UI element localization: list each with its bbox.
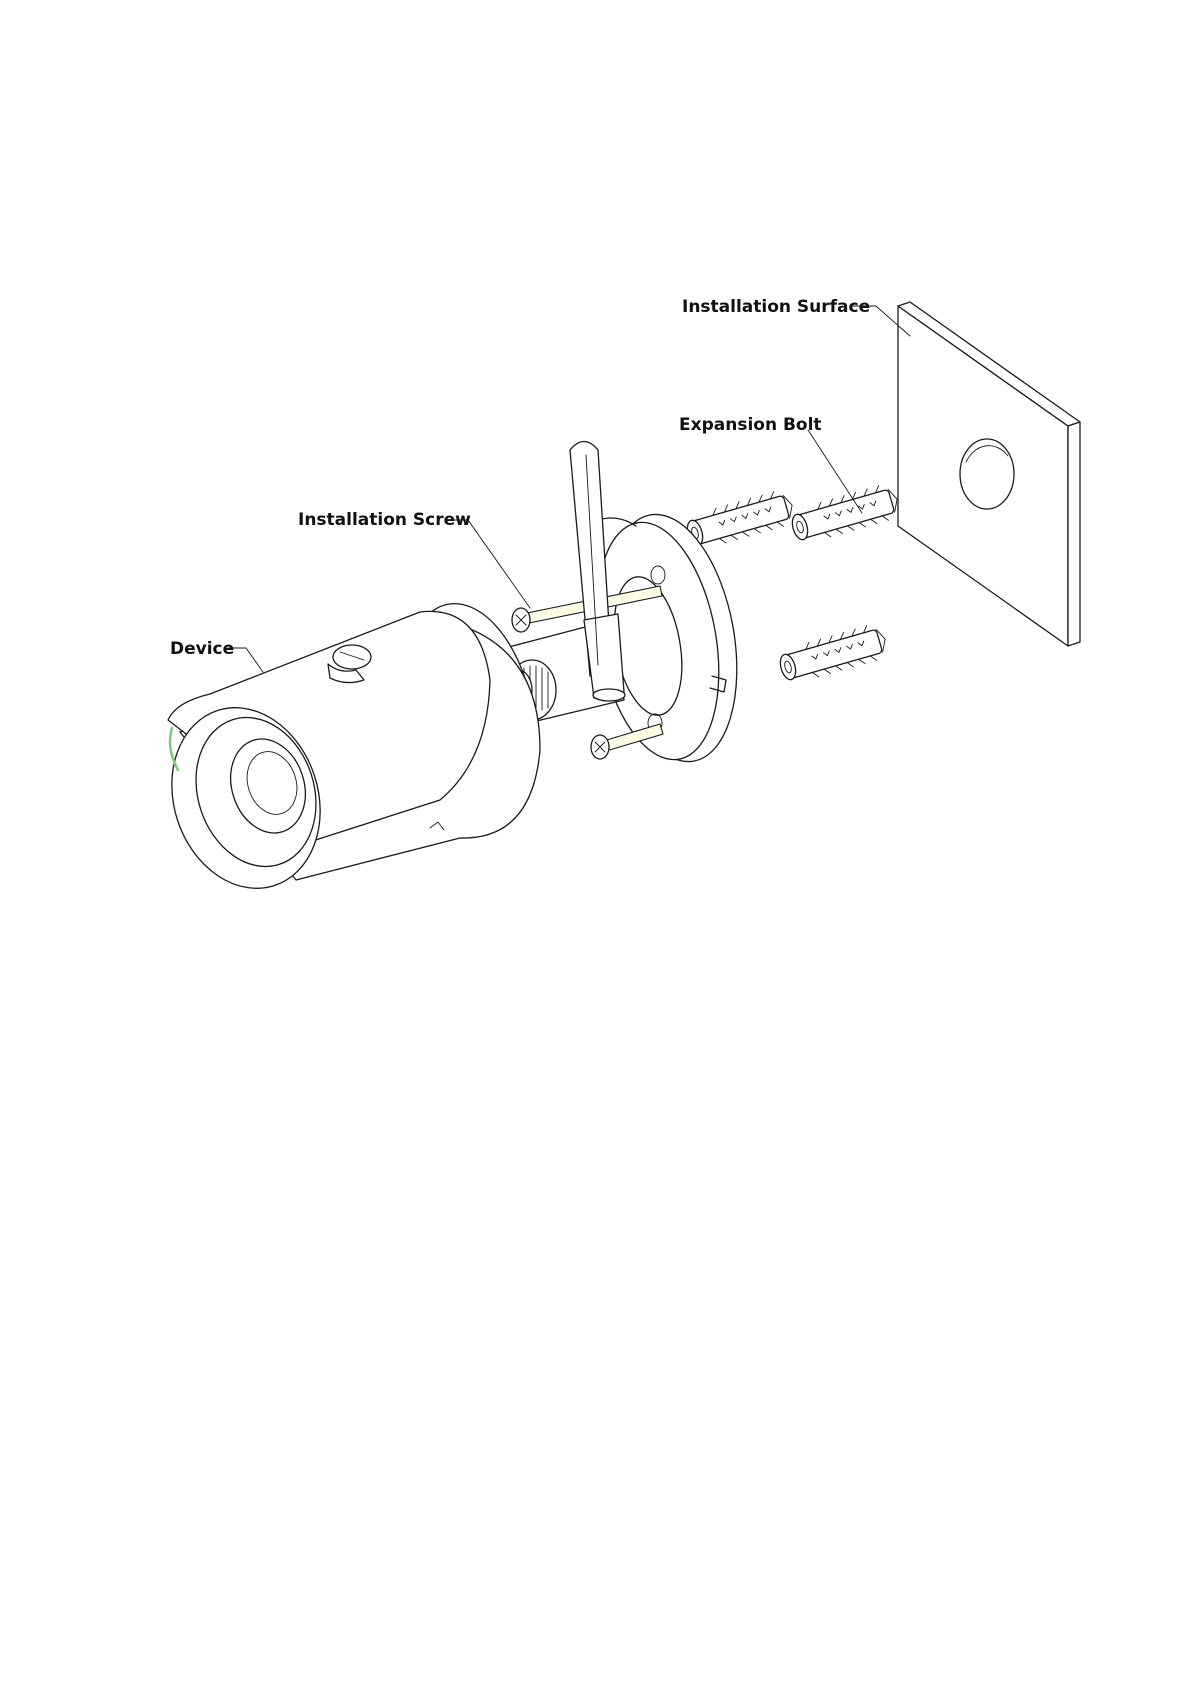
installation-surface (898, 302, 1080, 646)
label-installation-surface: Installation Surface (682, 297, 870, 317)
expansion-bolt-top-right (788, 482, 902, 546)
label-expansion-bolt: Expansion Bolt (679, 415, 822, 435)
expansion-bolt-top-left (683, 488, 797, 552)
leader-lines (228, 306, 910, 672)
label-installation-screw: Installation Screw (298, 510, 471, 530)
label-device: Device (170, 639, 234, 659)
expansion-bolt-bottom (776, 622, 890, 686)
